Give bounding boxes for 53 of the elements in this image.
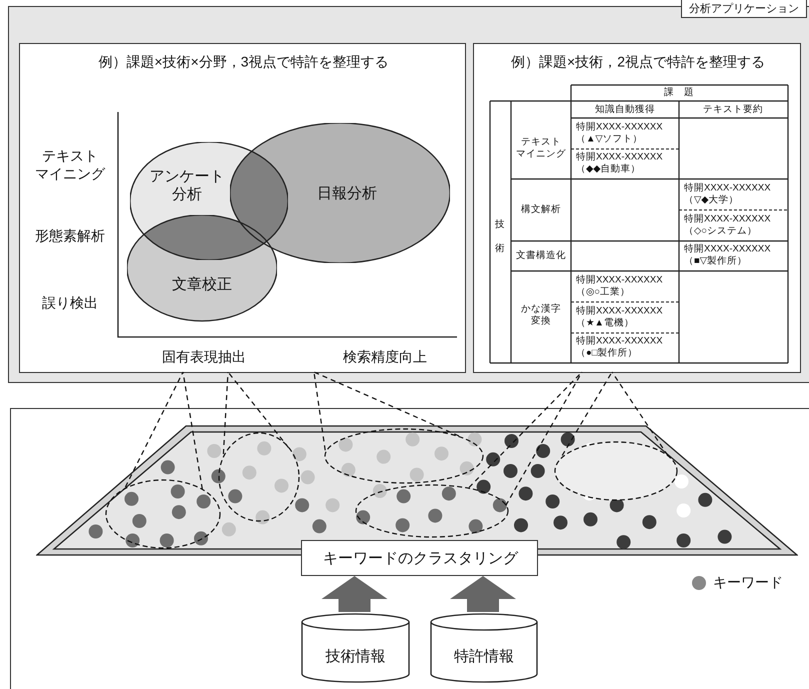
panel-title: 例）課題×技術×分野，3視点で特許を整理する: [97, 54, 390, 70]
axis-label: 誤り検出: [41, 294, 99, 312]
cluster-ellipse: [218, 432, 300, 522]
axis-label: テキストマイニング: [34, 148, 106, 182]
row-header: 構文解析: [520, 204, 562, 216]
column-header: テキスト要約: [702, 104, 764, 116]
row-header: 文書構造化: [515, 250, 567, 262]
cluster-ellipse: [105, 479, 221, 549]
panel: [19, 43, 466, 373]
row-header: 技術: [494, 218, 506, 256]
panel: [473, 43, 801, 373]
row-header: かな漢字変換: [520, 304, 562, 328]
row-header: テキストマイニング: [515, 136, 567, 162]
patent-number: 特開XXXX-XXXXXX（◎○工業）: [575, 274, 664, 300]
patent-number: 特開XXXX-XXXXXX（▲▽ソフト）: [575, 122, 664, 146]
cluster-ellipse: [554, 441, 678, 501]
projection-line: [314, 371, 460, 436]
database-cylinder: [301, 613, 410, 683]
projection-line: [313, 372, 326, 450]
panel-title: 例）課題×技術，2視点で特許を整理する: [510, 54, 766, 70]
projection-line: [612, 372, 668, 456]
column-header: 課 題: [663, 86, 695, 100]
panel-background: [10, 408, 809, 689]
patent-number: 特開XXXX-XXXXXX（▽◆大学）: [683, 182, 772, 208]
cylinder-label: 特許情報: [453, 648, 515, 666]
cluster-ellipse: [324, 428, 484, 484]
database-cylinder: [430, 613, 538, 683]
projection-line: [468, 372, 582, 488]
projection-line: [562, 372, 613, 456]
block-arrow: [322, 576, 388, 612]
cylinder-label: 技術情報: [324, 648, 386, 666]
patent-number: 特開XXXX-XXXXXX（◇○システム）: [683, 214, 772, 238]
legend-label: キーワード: [713, 574, 783, 592]
process-box: [301, 540, 538, 576]
ellipse-label: 日報分析: [316, 185, 378, 203]
ellipse-label: 文章校正: [171, 276, 233, 294]
axis-label: 検索精度向上: [342, 348, 428, 366]
patent-number: 特開XXXX-XXXXXX（●□製作所）: [575, 336, 664, 360]
patent-number: 特開XXXX-XXXXXX（★▲電機）: [575, 306, 664, 330]
ellipse-label: アンケート分析: [148, 168, 226, 204]
cluster-ellipse: [355, 484, 509, 538]
projection-line: [124, 372, 184, 488]
projection-line: [228, 372, 290, 448]
box-label: キーワードのクラスタリング: [322, 550, 520, 568]
column-header: 知識自動獲得: [594, 104, 656, 116]
axis-label: 固有表現抽出: [161, 348, 247, 366]
patent-number: 特開XXXX-XXXXXX（■▽製作所）: [683, 244, 772, 268]
projection-line: [505, 372, 583, 506]
title-tab: 分析アプリケーション: [681, 0, 807, 18]
axis-label: 形態素解析: [34, 227, 106, 245]
projection-line: [222, 372, 229, 454]
patent-number: 特開XXXX-XXXXXX（◆◆自動車）: [575, 152, 664, 176]
block-arrow: [450, 576, 516, 612]
